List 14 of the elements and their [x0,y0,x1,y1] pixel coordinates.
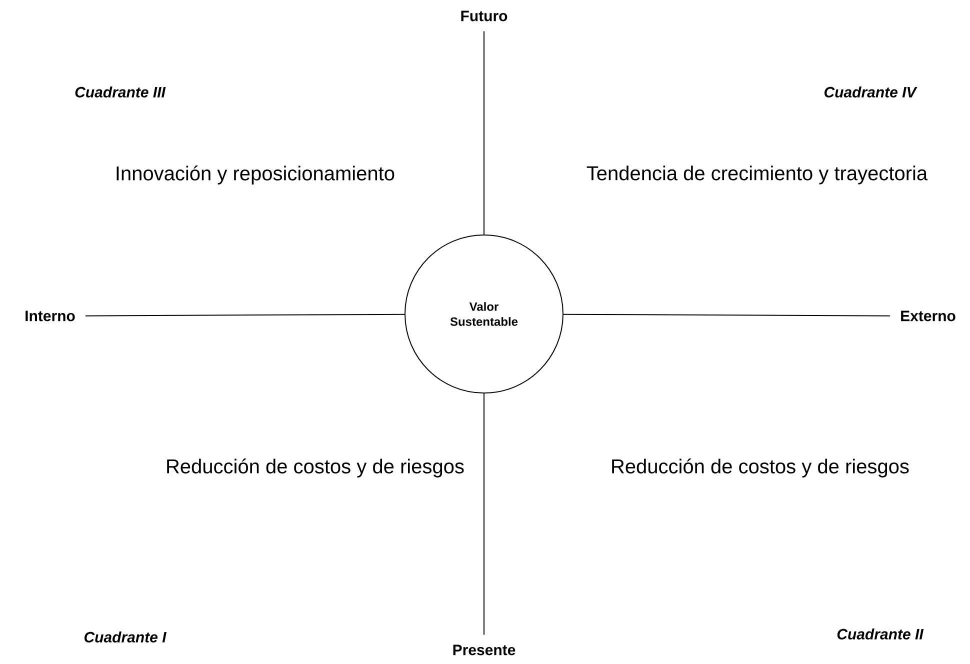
axis-label: Interno [26,310,75,322]
axis-line [563,314,891,316]
quadrant-label: Cuadrante II [837,628,924,640]
axis-label: Presente [453,644,516,656]
quadrant-text: Reducción de costos y de riesgos [612,458,909,478]
axis-line [84,314,405,316]
quadrant-text: Innovación y reposicionamiento [116,166,394,184]
quadrant-text: Tendencia de crecimiento y trayectoria [586,166,928,184]
axis-label: Externo [901,310,956,322]
quadrant-label: Cuadrante IV [824,86,918,98]
axis-label: Futuro [461,10,508,22]
quadrant-label: Cuadrante I [84,631,166,642]
quadrant-label: Cuadrante III [75,86,166,98]
quadrant-text: Reducción de costos y de riesgos [167,458,464,478]
